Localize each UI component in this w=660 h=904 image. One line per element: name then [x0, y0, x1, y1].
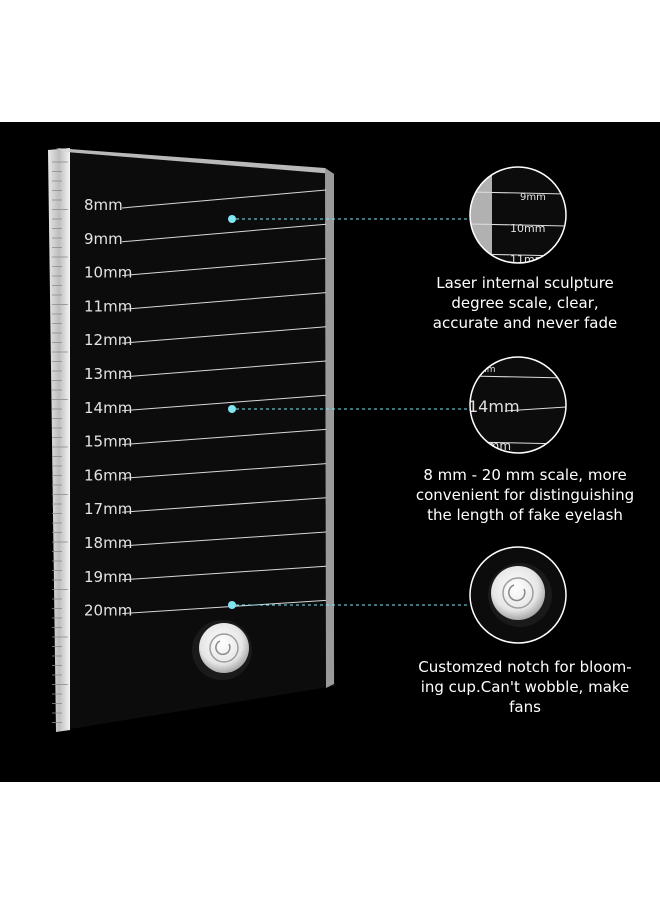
board-top-edge [56, 148, 334, 174]
edge-tick-marks [52, 161, 68, 723]
scale-label: 11mm [84, 297, 132, 315]
zoom-circle-length: mm 14mm 5mm [468, 356, 567, 454]
zoom-1-label-b: 10mm [510, 222, 545, 235]
callout-2-line-1: 8 mm - 20 mm scale, more [423, 466, 627, 484]
scale-label: 9mm [84, 230, 123, 248]
scale-label: 13mm [84, 365, 132, 383]
cup-body [199, 623, 249, 673]
cup-inner-ring [209, 633, 239, 663]
callout-2-line-3: the length of fake eyelash [427, 506, 623, 524]
scale-label: 17mm [84, 500, 132, 518]
scale-line [121, 599, 327, 615]
scale-label: 19mm [84, 568, 132, 586]
zoom-1-label-a: 9mm [520, 192, 546, 203]
callout-2-dot [228, 405, 236, 413]
scale-label: 10mm [84, 264, 132, 282]
acrylic-palette: 8mm 9mm 10mm 11mm 12mm 13mm 14mm 15mm 16mm 17mm 18… [48, 148, 335, 732]
scale-label: 18mm [84, 534, 132, 552]
board-side-edge [48, 148, 70, 732]
board-right-edge [325, 168, 334, 688]
zoom-circle-scale: 9mm 10mm 11mm [469, 166, 567, 266]
callout-3-line-3: fans [509, 698, 541, 716]
scale-line [121, 531, 327, 547]
scale-line [121, 394, 327, 412]
callout-1-line-3: accurate and never fade [432, 314, 618, 332]
zoom-2-label-a: mm [478, 365, 496, 375]
scale-line [121, 565, 327, 581]
scale-line [121, 497, 327, 513]
callout-1-text: Laser internal sculpture degree scale, c… [400, 273, 650, 333]
scale-label: 15mm [84, 433, 132, 451]
scale-line [121, 428, 327, 446]
scale-label: 14mm [84, 399, 132, 417]
callout-1-line-2: degree scale, clear, [451, 294, 599, 312]
callout-leaders [228, 215, 470, 609]
zoom-2-label-b: 14mm [468, 397, 520, 416]
cup-swirl [215, 640, 231, 656]
scale-line [121, 257, 327, 277]
scale-line [121, 223, 327, 243]
callout-3-line-1: Customzed notch for bloom- [418, 658, 632, 676]
callout-1-dot [228, 215, 236, 223]
callout-3-text: Customzed notch for bloom- ing cup.Can't… [400, 657, 650, 717]
zoom-1-label-c: 11mm [510, 253, 545, 266]
callout-3-line-2: ing cup.Can't wobble, make [420, 678, 630, 696]
product-photo: 8mm 9mm 10mm 11mm 12mm 13mm 14mm 15mm 16mm 17mm 18… [0, 122, 660, 782]
scale-label: 12mm [84, 331, 132, 349]
scale-line [121, 326, 327, 344]
scale-label: 16mm [84, 466, 132, 484]
callout-1-line-1: Laser internal sculpture [436, 274, 614, 292]
scale-line [121, 292, 327, 310]
callout-3-dot [228, 601, 236, 609]
product-illustration: 8mm 9mm 10mm 11mm 12mm 13mm 14mm 15mm 16mm 17mm 18… [48, 148, 567, 732]
scale-line [121, 189, 327, 209]
scale-lines: 8mm 9mm 10mm 11mm 12mm 13mm 14mm 15mm 16mm 17mm 18… [84, 189, 327, 620]
callout-2-text: 8 mm - 20 mm scale, more convenient for … [400, 465, 650, 525]
scale-line [121, 463, 327, 479]
scale-label: 8mm [84, 196, 123, 214]
scale-line [121, 360, 327, 378]
scale-label: 20mm [84, 602, 132, 620]
zoom-circle-cup [469, 546, 567, 644]
callout-2-line-2: convenient for distinguishing [415, 486, 635, 504]
blooming-cup [192, 620, 252, 680]
